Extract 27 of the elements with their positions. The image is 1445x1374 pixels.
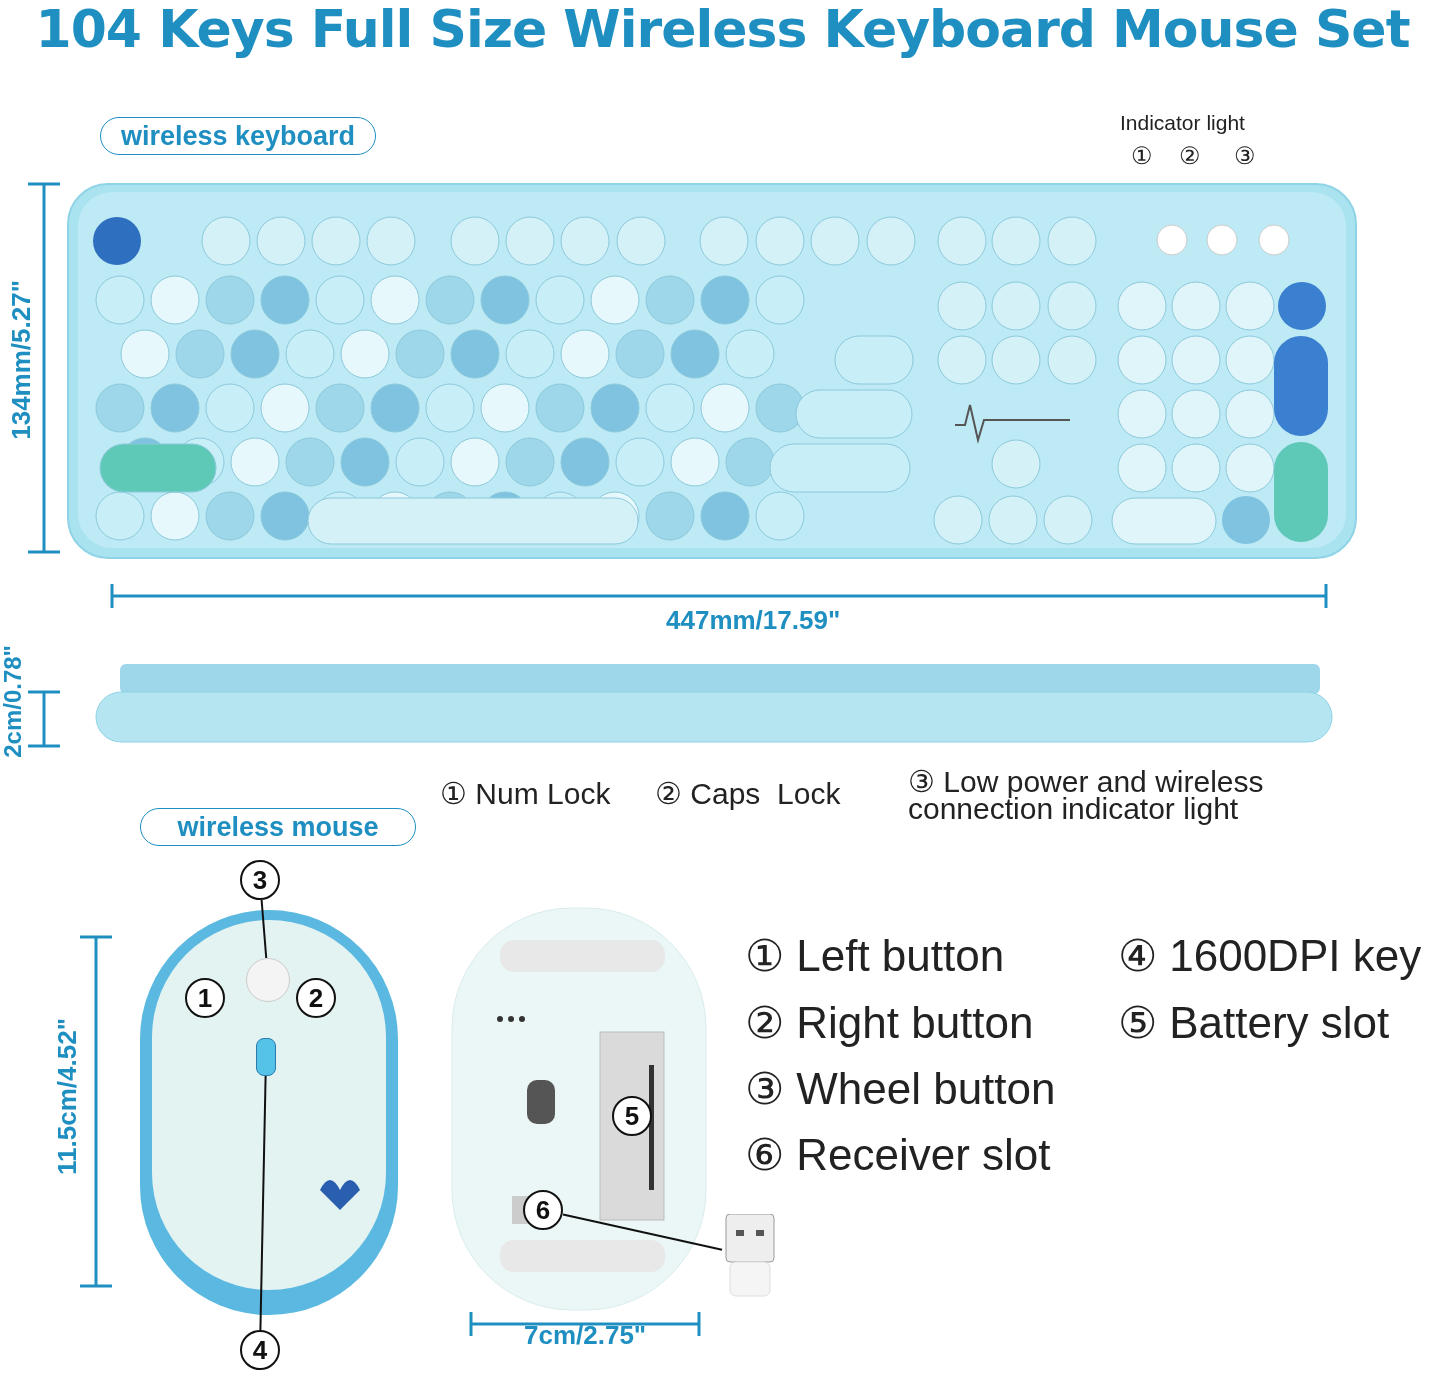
dimension-label: 7cm/2.75" bbox=[524, 1322, 647, 1350]
part-legend: ⑤ Battery slot bbox=[1118, 1000, 1390, 1047]
callout-number: 3 bbox=[240, 860, 280, 900]
dpi-key bbox=[256, 1038, 276, 1076]
part-legend: ⑥ Receiver slot bbox=[745, 1132, 1051, 1179]
indicator-legend: ② Caps Lock bbox=[655, 778, 841, 810]
dimension-label: 447mm/17.59" bbox=[666, 607, 841, 635]
indicator-legend: ① Num Lock bbox=[440, 778, 611, 810]
indicator-number: ② bbox=[1179, 143, 1201, 169]
part-legend: ① Left button bbox=[745, 933, 1005, 980]
indicator-number: ① bbox=[1131, 143, 1153, 169]
part-legend: ② Right button bbox=[745, 1000, 1034, 1047]
pill-label: wireless keyboard bbox=[100, 117, 376, 155]
callout-number: 4 bbox=[240, 1330, 280, 1370]
leader-line bbox=[259, 1075, 267, 1331]
dimension-label: 2cm/0.78" bbox=[0, 645, 26, 758]
dimension-label: 11.5cm/4.52" bbox=[54, 1018, 82, 1175]
part-legend: ③ Wheel button bbox=[745, 1066, 1056, 1113]
part-legend: ④ 1600DPI key bbox=[1118, 933, 1422, 980]
dimension-label: 134mm/5.27" bbox=[8, 280, 36, 440]
page-title: 104 Keys Full Size Wireless Keyboard Mouse Set bbox=[34, 2, 1411, 57]
leader-line bbox=[562, 1213, 723, 1251]
usb-receiver-picture bbox=[722, 1214, 778, 1298]
indicator-caption: Indicator light bbox=[1120, 112, 1245, 135]
pill-label: wireless mouse bbox=[140, 808, 416, 846]
leader-line bbox=[260, 899, 268, 959]
indicator-number: ③ bbox=[1234, 143, 1256, 169]
